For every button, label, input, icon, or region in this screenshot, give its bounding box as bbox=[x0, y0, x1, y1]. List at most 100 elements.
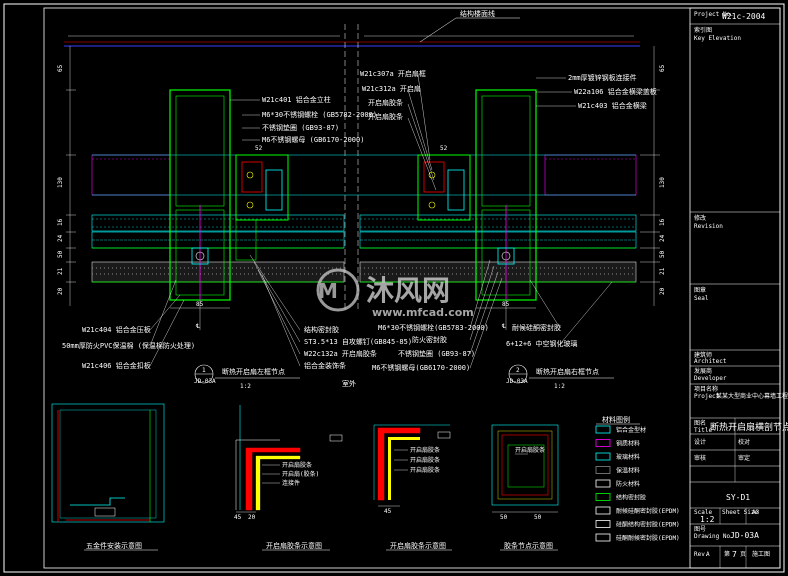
tb-sheet-unit: 页 bbox=[740, 551, 746, 558]
watermark: M 沐风网 www.mfcad.com bbox=[316, 268, 474, 319]
drawing-border bbox=[3, 3, 785, 573]
tb-row-2: 审核 bbox=[694, 454, 706, 462]
tb-seal-cn: 图章 bbox=[694, 286, 706, 294]
legend-item-label: 硅酮结构密封胶(EPDM) bbox=[616, 521, 680, 529]
detail-label-2: 开启扇胶条示意图 bbox=[390, 541, 446, 550]
label-left-0: W21c401 铝合金立柱 bbox=[262, 95, 331, 104]
tb-status: 施工图 bbox=[752, 550, 770, 558]
upper-callouts: W21c401 铝合金立柱 M6*30不锈钢螺栓 (GB5782-2000) 不… bbox=[230, 69, 657, 191]
legend-swatch bbox=[595, 493, 611, 501]
dim-side-1: 130 bbox=[57, 177, 64, 188]
tb-title-label: Title bbox=[694, 427, 712, 434]
callout-4: 开启扇胶条 bbox=[410, 456, 440, 464]
label-bl-1: 50mm厚防火PVC保温棉 (保温棉防火处理) bbox=[62, 341, 195, 350]
legend-item-label: 铝合金型材 bbox=[616, 426, 646, 434]
centerline-markers: ℄ ℄ 85 85 52 52 bbox=[170, 145, 536, 330]
dim-side-r6: 20 bbox=[659, 287, 666, 295]
dim-side-3: 24 bbox=[57, 234, 64, 242]
callout-2: 连接件 bbox=[282, 479, 300, 487]
tb-developer-label: Developer bbox=[694, 375, 727, 382]
legend-item-label: 结构密封胶 bbox=[616, 494, 646, 502]
dim-side-r3: 24 bbox=[659, 234, 666, 242]
dim-side-5: 21 bbox=[57, 267, 64, 275]
tb-dwg-label: SY-D1 bbox=[726, 493, 750, 502]
label-left-2: 不锈钢垫圈 (GB93-87) bbox=[262, 123, 339, 132]
tb-architect-label: Architect bbox=[694, 358, 727, 365]
ld-0: 45 bbox=[234, 514, 242, 521]
tb-key-cn: 索引图 bbox=[694, 26, 712, 34]
label-br-2: 不锈钢垫圈 (GB93-87) bbox=[398, 349, 475, 358]
callout-5: 开启扇胶条 bbox=[410, 466, 440, 474]
lower-callouts: W21c404 铝合金压板 50mm厚防火PVC保温棉 (保温棉防火处理) W2… bbox=[62, 254, 613, 372]
tb-sheet-no: 7 bbox=[732, 550, 737, 559]
label-bm-3: 铝合金装饰条 bbox=[304, 361, 346, 370]
legend-swatch bbox=[595, 466, 611, 474]
tb-project-name: 某某大型商业中心幕墙工程 bbox=[716, 392, 788, 400]
label-bm-2: W22c132a 开启扇胶条 bbox=[304, 349, 377, 358]
ld-2: 45 bbox=[384, 508, 392, 515]
dim-side-2: 16 bbox=[57, 218, 64, 226]
tb-scale-label: Scale bbox=[694, 509, 712, 516]
legend-item-label: 保温材料 bbox=[616, 467, 640, 475]
legend-title: 材料图例 bbox=[602, 415, 630, 424]
section-1-scale: 1:2 bbox=[240, 383, 251, 390]
label-br-1: 防火密封胶 bbox=[412, 335, 447, 344]
tb-architect-cn: 建筑师 bbox=[694, 351, 712, 359]
right-dimension-chain: 65 130 16 24 50 21 20 bbox=[640, 46, 666, 306]
top-structure-line: 结构楼面线 bbox=[64, 9, 640, 310]
label-mid-1: W21c312a 开启扇 bbox=[362, 84, 421, 93]
tb-row-0: 设计 bbox=[694, 438, 706, 446]
legend-swatch bbox=[595, 452, 611, 461]
tb-sheet-label: 第 bbox=[724, 550, 730, 558]
tb-project-label: Project bbox=[694, 393, 720, 400]
label-right-2: W21c403 铝合金横梁 bbox=[578, 101, 647, 110]
detail-corner-1: 开启扇胶条 开启扇(胶条) 连接件 45 20 开启扇胶条示意图 bbox=[234, 405, 343, 551]
label-mid-0: W21c307a 开启扇框 bbox=[360, 69, 426, 78]
tb-title-cn: 图名 bbox=[694, 419, 706, 427]
watermark-brand: 沐风网 bbox=[366, 274, 450, 307]
section-2-scale: 1:2 bbox=[554, 383, 565, 390]
dim-side-r4: 50 bbox=[659, 250, 666, 258]
label-mid-2: 开启扇胶条 bbox=[368, 98, 403, 107]
tb-title: 断热开启扇横剖节点图 bbox=[710, 421, 788, 433]
tb-scale: 1:2 bbox=[700, 515, 715, 524]
tb-project-cn: 项目名称 bbox=[694, 385, 718, 393]
ld-4: 50 bbox=[534, 514, 542, 521]
dim-bottom-0: 85 bbox=[196, 301, 204, 308]
section-2-title: 断热开启扇右框节点 bbox=[536, 367, 599, 376]
detail-label-1: 开启扇胶条示意图 bbox=[266, 541, 322, 550]
label-bm-1: ST3.5*13 自攻螺钉(GB845-85) bbox=[304, 337, 412, 346]
legend-swatch bbox=[595, 479, 611, 488]
tb-dwg-no: JD-03A bbox=[730, 531, 759, 540]
section-2-num: 2 bbox=[516, 367, 520, 374]
callout-3: 开启扇胶条 bbox=[410, 446, 440, 454]
label-bl-2: W21c406 铝合金扣板 bbox=[82, 361, 151, 370]
material-legend: 材料图例 bbox=[596, 415, 640, 425]
detail-label-0: 五金件安装示意图 bbox=[86, 541, 142, 550]
section-1-title: 断热开启扇左框节点 bbox=[222, 367, 285, 376]
callout-6: 开启扇胶条 bbox=[515, 446, 545, 454]
dim-side-r2: 16 bbox=[659, 218, 666, 226]
label-left-1: M6*30不锈钢螺栓 (GB5782-2000) bbox=[262, 110, 377, 119]
ld-1: 20 bbox=[248, 514, 256, 521]
dim-side-r0: 65 bbox=[659, 64, 666, 72]
cross-member-band bbox=[91, 154, 637, 196]
dim-side-0: 65 bbox=[57, 64, 64, 72]
legend-item-label: 防火材料 bbox=[616, 480, 640, 488]
dim-side-r1: 130 bbox=[659, 177, 666, 188]
detail-label-3: 胶条节点示意图 bbox=[504, 541, 553, 550]
label-right-0: 2mm厚镀锌钢板连接件 bbox=[568, 73, 637, 82]
tb-project-no: W21c-2004 bbox=[722, 12, 766, 21]
tb-rev2: A bbox=[706, 551, 710, 558]
label-bl-0: W21c404 铝合金压板 bbox=[82, 325, 151, 334]
dim-side-4: 50 bbox=[57, 250, 64, 258]
tb-sheet-size-label: Sheet Size bbox=[722, 509, 759, 516]
legend-item-label: 玻璃材料 bbox=[616, 453, 640, 461]
label-bm-0: 结构密封胶 bbox=[304, 325, 339, 334]
tb-seal-label: Seal bbox=[694, 295, 709, 302]
tb-rev-label: Revision bbox=[694, 223, 723, 230]
left-sash-frame bbox=[235, 154, 289, 261]
dim-bottom-3: 52 bbox=[440, 145, 448, 152]
dim-side-r5: 21 bbox=[659, 267, 666, 275]
